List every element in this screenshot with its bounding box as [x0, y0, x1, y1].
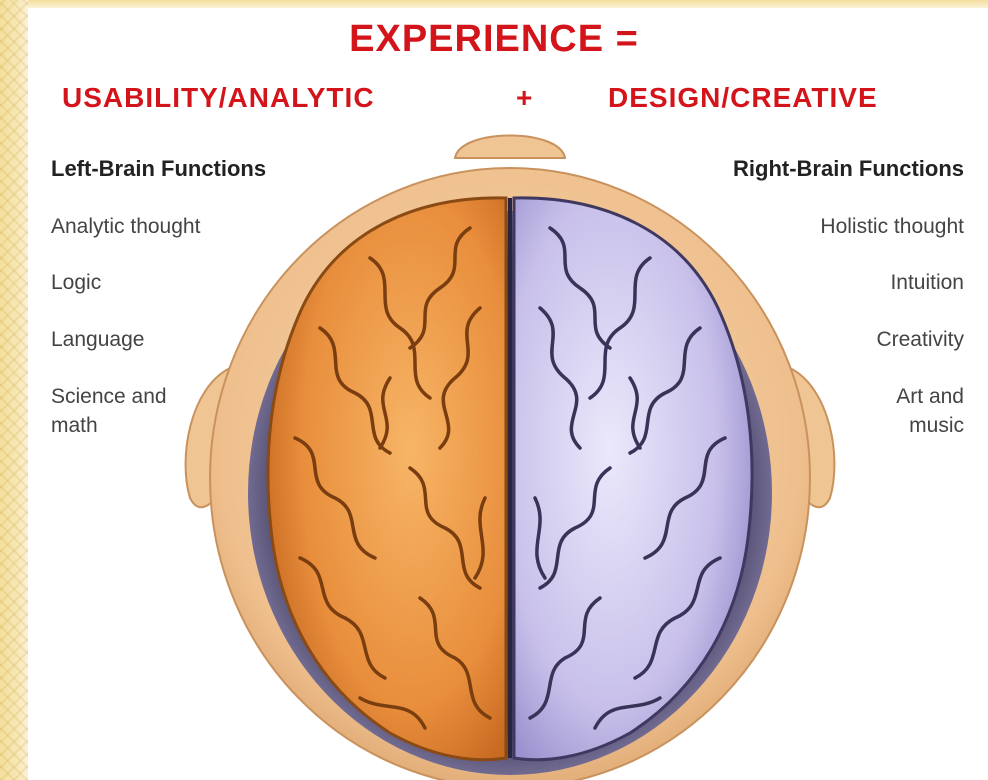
right-brain-heading: Right-Brain Functions: [733, 156, 964, 181]
right-function-art: Art and: [896, 385, 964, 408]
left-function-language: Language: [51, 328, 145, 351]
left-function-logic: Logic: [51, 271, 102, 294]
subtitle-usability: USABILITY/ANALYTIC: [62, 82, 375, 113]
subtitle-design: DESIGN/CREATIVE: [608, 82, 878, 113]
right-function-intuition: Intuition: [890, 271, 964, 294]
left-function-science: Science and: [51, 385, 167, 408]
frame-top: [0, 0, 988, 8]
right-gyri: [528, 226, 727, 730]
nose: [453, 134, 567, 159]
right-function-creativity: Creativity: [876, 328, 964, 351]
page-title: EXPERIENCE =: [349, 18, 639, 60]
subtitle-plus: +: [516, 82, 534, 113]
frame-left-border: [0, 0, 28, 780]
brain-illustration: [184, 134, 836, 780]
right-function-holistic: Holistic thought: [820, 215, 964, 238]
left-brain-heading: Left-Brain Functions: [51, 156, 267, 181]
right-hemisphere: [512, 196, 754, 762]
right-function-music: music: [909, 414, 964, 437]
left-hemisphere: [266, 196, 508, 762]
left-function-math: math: [51, 414, 98, 437]
left-function-analytic: Analytic thought: [51, 215, 201, 238]
left-gyri: [293, 226, 492, 730]
